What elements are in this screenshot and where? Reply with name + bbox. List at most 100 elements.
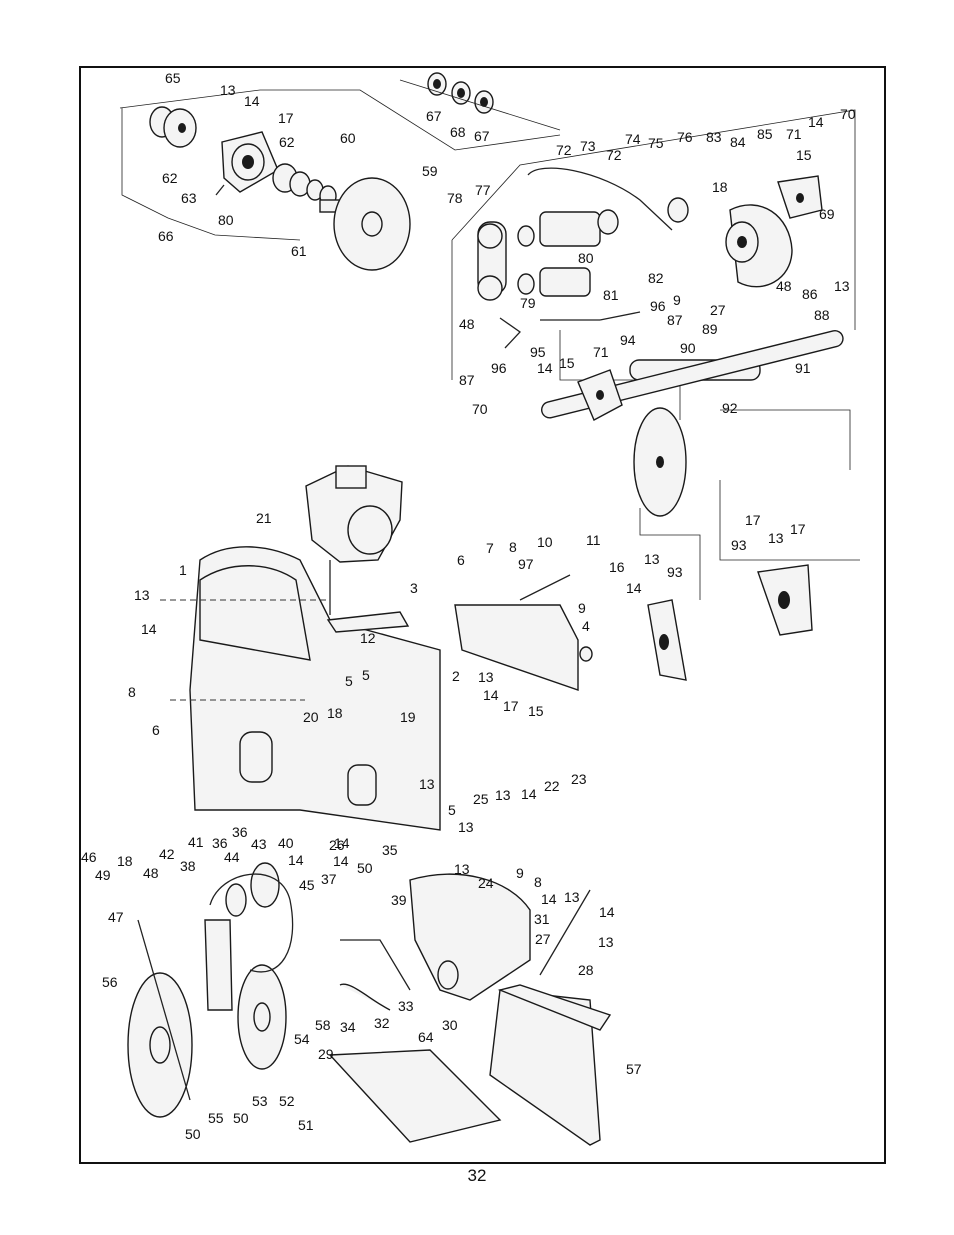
bearing-flange-group	[639, 480, 860, 681]
callout: 15	[528, 703, 544, 719]
callout: 42	[159, 846, 175, 862]
callout: 18	[117, 853, 133, 869]
chute-group	[328, 873, 612, 1146]
callout: 14	[483, 687, 499, 703]
callout: 23	[571, 771, 587, 787]
callout: 56	[102, 974, 118, 990]
callout: 17	[503, 698, 519, 714]
callout: 80	[578, 250, 594, 266]
callout: 19	[400, 709, 416, 725]
callout: 2	[452, 668, 460, 684]
callout: 5	[362, 667, 370, 683]
callout: 96	[491, 360, 507, 376]
callout: 18	[327, 705, 343, 721]
callout: 7	[486, 540, 494, 556]
callout: 50	[185, 1126, 201, 1142]
callout: 50	[233, 1110, 249, 1126]
callout: 13	[495, 787, 511, 803]
callout: 49	[95, 867, 111, 883]
callout: 13	[768, 530, 784, 546]
callout: 37	[321, 871, 337, 887]
callout: 17	[745, 512, 761, 528]
callout: 44	[224, 849, 240, 865]
callout: 11	[586, 532, 601, 548]
callout: 3	[410, 580, 418, 596]
callout: 8	[534, 874, 542, 890]
callout: 8	[128, 684, 136, 700]
callout: 96	[650, 298, 666, 314]
callout: 13	[834, 278, 850, 294]
callout: 17	[790, 521, 806, 537]
callout: 14	[626, 580, 642, 596]
callout: 83	[706, 129, 722, 145]
callout: 24	[478, 875, 494, 891]
callout: 14	[333, 853, 349, 869]
callout: 86	[802, 286, 818, 302]
callout: 5	[345, 673, 353, 689]
callout: 13	[478, 669, 494, 685]
callout: 48	[776, 278, 792, 294]
callout: 20	[303, 709, 319, 725]
callout: 89	[702, 321, 718, 337]
callout: 79	[520, 295, 536, 311]
callout: 95	[530, 344, 546, 360]
main-housing-group	[160, 546, 441, 831]
callout: 85	[757, 126, 773, 142]
callout: 47	[108, 909, 124, 925]
callout: 66	[158, 228, 174, 244]
callout: 68	[450, 124, 466, 140]
callout: 27	[710, 302, 726, 318]
washer-group	[399, 72, 561, 131]
callout: 13	[598, 934, 614, 950]
callout: 74	[625, 131, 641, 147]
callout: 50	[357, 860, 373, 876]
callout: 14	[808, 114, 824, 130]
callout: 77	[475, 182, 491, 198]
callout: 18	[712, 179, 728, 195]
callout: 35	[382, 842, 398, 858]
callout: 87	[667, 312, 683, 328]
callout: 14	[541, 891, 557, 907]
callout: 62	[162, 170, 178, 186]
callout: 71	[786, 126, 802, 142]
callout: 65	[165, 70, 181, 86]
drive-sprocket-group	[451, 109, 856, 380]
callout: 46	[81, 849, 97, 865]
callout: 9	[578, 600, 586, 616]
callout: 67	[474, 128, 490, 144]
callout: 26	[329, 837, 345, 853]
callout-labels: 65 13 14 17 62 60 59 62 63 80 61 66 67 6…	[81, 70, 856, 1142]
callout: 30	[442, 1017, 458, 1033]
callout: 4	[582, 618, 590, 634]
callout: 12	[360, 630, 376, 646]
callout: 59	[422, 163, 438, 179]
page-number: 32	[467, 1166, 487, 1185]
callout: 22	[544, 778, 560, 794]
callout: 13	[419, 776, 435, 792]
callout: 1	[179, 562, 187, 578]
bracket-group	[454, 574, 593, 691]
callout: 13	[134, 587, 150, 603]
callout: 15	[796, 147, 812, 163]
callout: 16	[609, 559, 625, 575]
callout: 14	[288, 852, 304, 868]
callout: 73	[580, 138, 596, 154]
callout: 75	[648, 135, 664, 151]
callout: 13	[454, 861, 470, 877]
callout: 28	[578, 962, 594, 978]
callout: 14	[521, 786, 537, 802]
callout: 67	[426, 108, 442, 124]
callout: 31	[534, 911, 550, 927]
callout: 69	[819, 206, 835, 222]
bearing-housing-group	[119, 89, 561, 271]
callout: 6	[152, 722, 160, 738]
callout: 93	[731, 537, 747, 553]
callout: 63	[181, 190, 197, 206]
pulley-belt-group	[127, 862, 294, 1118]
callout: 55	[208, 1110, 224, 1126]
callout: 91	[795, 360, 811, 376]
callout: 13	[644, 551, 660, 567]
callout: 13	[458, 819, 474, 835]
callout: 64	[418, 1029, 434, 1045]
